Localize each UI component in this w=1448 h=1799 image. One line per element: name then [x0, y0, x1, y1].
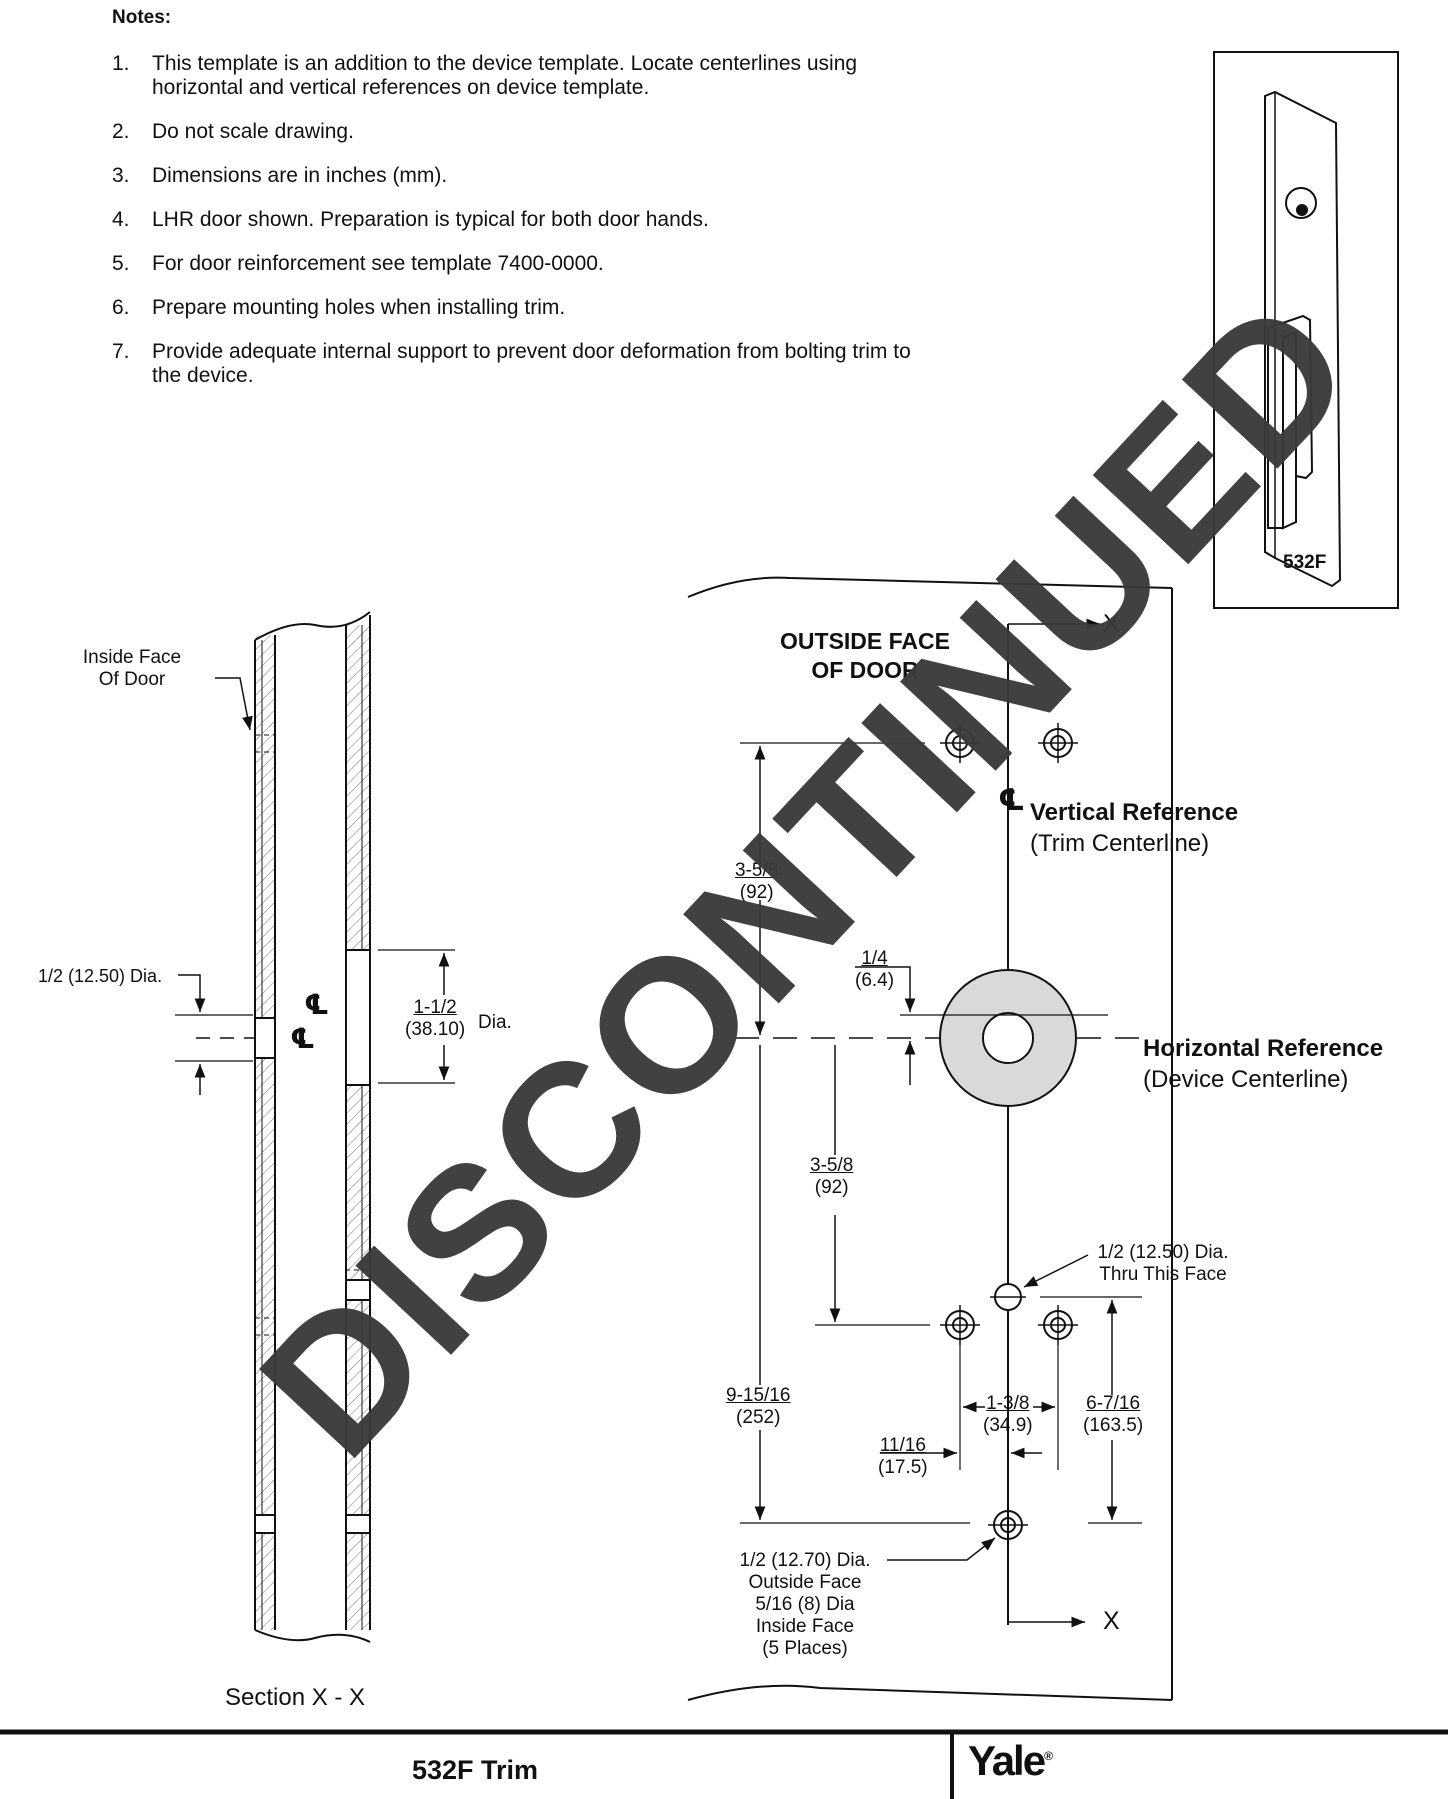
centerline-symbol: ℄	[290, 1023, 316, 1054]
section-dia-suffix: Dia.	[478, 1012, 512, 1033]
dim-right: 6-7/16(163.5)	[1083, 1393, 1143, 1437]
outside-door	[687, 576, 1173, 1701]
mounting-hole	[1038, 1305, 1078, 1345]
horizontal-reference-label: Horizontal Reference (Device Centerline)	[1143, 1034, 1383, 1096]
note-text: LHR door shown. Preparation is typical f…	[152, 208, 709, 231]
centerline-symbol: ℄	[998, 784, 1025, 817]
note-text: For door reinforcement see template 7400…	[152, 252, 604, 275]
dim-quarter: 1/4(6.4)	[855, 948, 894, 992]
dim-value: 1/4	[861, 948, 888, 969]
mounting-hole	[1038, 723, 1078, 763]
dim-spacing: 1-3/8(34.9)	[983, 1393, 1033, 1437]
dim-value: 9-15/16	[726, 1385, 791, 1406]
dim-value: 11/16	[879, 1435, 926, 1456]
dim-metric: (6.4)	[855, 970, 895, 991]
note-number: 1.	[112, 52, 130, 75]
section-hole-dia-label: 1/2 (12.50) Dia.	[38, 966, 163, 986]
dim-value: 3-5/8	[735, 860, 779, 881]
note-number: 3.	[112, 164, 130, 187]
logo-text: Yale	[968, 1737, 1046, 1784]
note-item: 4. LHR door shown. Preparation is typical…	[112, 208, 912, 232]
outside-face-label: OUTSIDE FACE OF DOOR	[780, 628, 950, 683]
dim-metric: (252)	[736, 1407, 781, 1428]
horizontal-ref-sub: (Device Centerline)	[1143, 1066, 1349, 1093]
note-text: This template is an addition to the devi…	[152, 52, 858, 99]
section-door	[175, 611, 455, 1643]
notes-title: Notes:	[112, 7, 172, 28]
dim-value: 1-1/2	[413, 997, 457, 1018]
note-text: Dimensions are in inches (mm).	[152, 164, 448, 187]
note-item: 2. Do not scale drawing.	[112, 120, 912, 144]
note-item: 6. Prepare mounting holes when installing…	[112, 296, 912, 320]
vertical-ref-title: Vertical Reference	[1030, 799, 1239, 826]
note-item: 7. Provide adequate internal support to p…	[112, 340, 912, 388]
vertical-ref-sub: (Trim Centerline)	[1030, 830, 1210, 857]
note-item: 1. This template is an addition to the de…	[112, 52, 912, 100]
note-text: Prepare mounting holes when installing t…	[152, 296, 566, 319]
horizontal-ref-title: Horizontal Reference	[1143, 1035, 1384, 1062]
footer-title: 532F Trim	[411, 1755, 539, 1785]
dim-metric: (92)	[739, 882, 774, 903]
section-caption: Section X - X	[225, 1684, 366, 1711]
note-text: Provide adequate internal support to pre…	[152, 340, 911, 387]
thru-face-note: 1/2 (12.50) Dia. Thru This Face	[1097, 1242, 1229, 1285]
dim-total: 9-15/16(252)	[726, 1385, 790, 1429]
dim-upper: 3-5/8(92)	[735, 860, 778, 904]
mounting-hole	[940, 723, 980, 763]
bottom-hole-note: 1/2 (12.70) Dia. Outside Face 5/16 (8) D…	[739, 1550, 871, 1659]
yale-logo: Yale®	[968, 1737, 1053, 1785]
product-label: 532F	[1283, 552, 1327, 573]
dim-value: 1-3/8	[986, 1393, 1030, 1414]
dim-metric: (92)	[814, 1177, 849, 1198]
note-number: 5.	[112, 252, 130, 275]
dim-offset: 11/16(17.5)	[878, 1435, 928, 1479]
note-number: 6.	[112, 296, 130, 319]
note-item: 3. Dimensions are in inches (mm).	[112, 164, 912, 188]
section-diameter-dim: 1-1/2 (38.10)	[405, 997, 465, 1041]
dim-value: 3-5/8	[810, 1155, 854, 1176]
note-number: 7.	[112, 340, 130, 363]
registered-mark: ®	[1044, 1749, 1053, 1763]
dim-metric: (34.9)	[983, 1415, 1033, 1436]
inside-face-label: Inside Face Of Door	[82, 647, 182, 690]
mounting-hole	[988, 1505, 1028, 1545]
vertical-reference-label: Vertical Reference (Trim Centerline)	[1030, 798, 1238, 860]
dim-value: 6-7/16	[1086, 1393, 1141, 1414]
x-mark-top: X	[1103, 610, 1120, 638]
product-box	[1213, 51, 1399, 609]
x-mark-bottom: X	[1103, 1607, 1120, 1635]
note-number: 4.	[112, 208, 130, 231]
note-item: 5. For door reinforcement see template 74…	[112, 252, 912, 276]
centerline-symbol: ℄	[304, 989, 330, 1020]
mounting-hole	[940, 1305, 980, 1345]
dim-metric: (163.5)	[1083, 1415, 1144, 1436]
dim-metric: (38.10)	[405, 1019, 466, 1040]
note-number: 2.	[112, 120, 130, 143]
note-text: Do not scale drawing.	[152, 120, 354, 143]
dim-metric: (17.5)	[878, 1457, 928, 1478]
dim-lower: 3-5/8(92)	[810, 1155, 853, 1199]
notes-block: Notes: 1. This template is an addition to…	[112, 6, 912, 408]
